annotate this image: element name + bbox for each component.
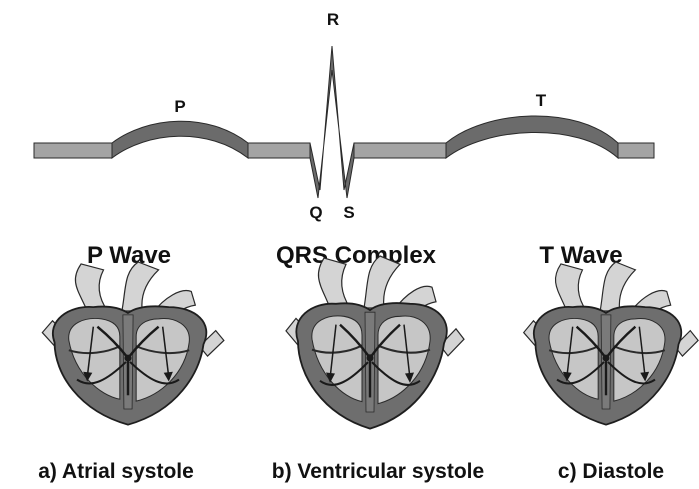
phase-caption-diastole: c) Diastole — [558, 460, 664, 483]
label-t: T — [536, 91, 547, 110]
label-s: S — [343, 203, 354, 222]
label-q: Q — [309, 203, 322, 222]
baseline-segment-1 — [34, 143, 112, 158]
t-wave-band — [446, 116, 618, 158]
pr-segment — [248, 143, 310, 158]
phase-caption-ventricular-systole: b) Ventricular systole — [272, 460, 484, 483]
phase-caption-atrial-systole: a) Atrial systole — [38, 460, 194, 483]
heart-diastole — [524, 262, 698, 425]
qrs-complex — [310, 46, 354, 198]
phase-title-p-wave: P Wave — [87, 242, 171, 269]
phase-title-qrs-complex: QRS Complex — [276, 242, 437, 269]
label-p: P — [174, 97, 185, 116]
st-segment — [354, 143, 446, 158]
p-wave-band — [112, 121, 248, 158]
ecg-trace — [34, 46, 654, 198]
baseline-segment-2 — [618, 143, 654, 158]
heart-atrial-systole — [42, 262, 224, 425]
heart-ventricular-systole — [286, 256, 464, 429]
phase-title-t-wave: T Wave — [539, 242, 622, 269]
label-r: R — [327, 10, 339, 29]
